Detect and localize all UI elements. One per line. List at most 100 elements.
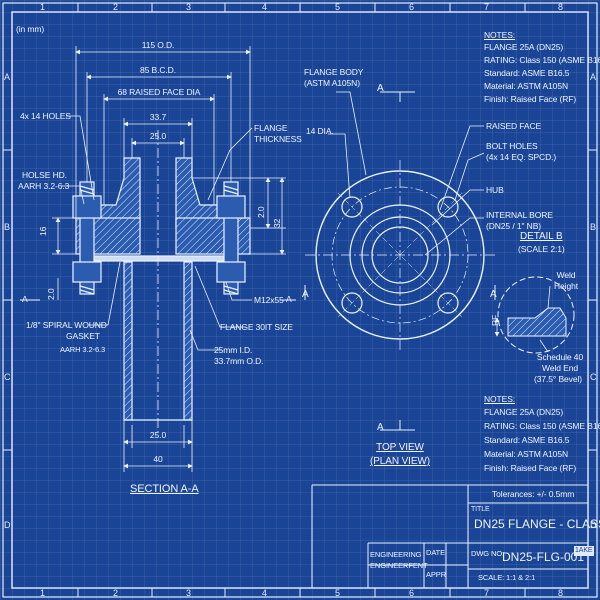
engineering-label-2: ENGINEERFENT	[370, 561, 428, 570]
section-view-label: SECTION A-A	[130, 483, 199, 495]
col-label: 7	[484, 2, 489, 12]
section-cut-a-left: A	[22, 294, 28, 304]
col-label: 5	[335, 588, 340, 598]
dim-total-height: 32	[272, 218, 282, 228]
col-label: 4	[262, 2, 267, 12]
units-note: (in mm)	[16, 24, 45, 34]
gasket-finish: AARH 3.2-6.3	[60, 345, 106, 354]
raised-face-callout: RAISED FACE	[486, 121, 542, 131]
pipe-left	[123, 261, 133, 421]
pipe-right	[183, 261, 193, 421]
flange-thickness-callout-2: THICKNESS	[254, 134, 302, 144]
top-view-sublabel: (PLAN VIEW)	[369, 456, 431, 467]
internal-bore-size: (DN25 / 1" NB)	[486, 221, 541, 231]
appr-label: APPR	[426, 570, 447, 579]
dwg-number: DN25-FLG-001	[502, 550, 585, 564]
weld-height-label: Weld	[556, 270, 576, 280]
note-line: Material: ASTM A105N	[484, 81, 568, 91]
bolt-hole-ne	[437, 196, 459, 218]
col-label: 2	[113, 588, 118, 598]
cut-marker-a-left: A	[302, 289, 309, 300]
col-label: 3	[186, 588, 191, 598]
note-line: FLANGE 25A (DN25)	[484, 42, 564, 52]
top-view-leaders	[328, 91, 485, 256]
flange-plate-right	[175, 217, 251, 255]
engineering-label: ENGINEERING	[370, 550, 422, 559]
col-label: 6	[409, 2, 414, 12]
gasket-callout-2: GASKET	[66, 331, 100, 341]
bolt-hole-sw	[341, 292, 363, 314]
corner-tag: 1AKE	[574, 546, 594, 556]
title-block-lines	[311, 484, 588, 588]
cut-marker-a-bottom: A	[377, 422, 384, 433]
row-label: C	[4, 372, 11, 382]
title-label: TITLE	[471, 506, 490, 513]
holes-callout: 4x 14 HOLES	[20, 111, 71, 121]
weld-end-bevel: (37.5° Bevel)	[534, 374, 582, 384]
notes-heading: NOTES:	[484, 30, 516, 40]
col-label: 8	[558, 588, 563, 598]
note-line: Standard: ASME B16.5	[484, 68, 570, 78]
col-label: 1	[40, 588, 45, 598]
weld-end-label: Schedule 40	[536, 352, 584, 362]
detail-b-circle	[497, 276, 575, 354]
gasket	[91, 255, 229, 262]
tolerances: Tolerances: +/- 0.5mm	[492, 489, 575, 499]
row-label: B	[590, 222, 596, 232]
dim-rf-height: 2.0	[256, 206, 266, 218]
weld-height-label-2: Height	[554, 281, 578, 291]
zone-ticks	[3, 3, 597, 597]
holse-hd-finish: AARH 3.2-6.3	[18, 181, 70, 191]
row-label: B	[4, 222, 10, 232]
section-a-a-drawing	[72, 130, 251, 435]
row-label: A	[4, 72, 10, 82]
note-line: FLANGE 25A (DN25)	[484, 407, 564, 417]
dim-od: 115 O.D.	[141, 40, 175, 50]
note-line: Standard: ASME B16.5	[484, 435, 570, 445]
col-label: 5	[335, 2, 340, 12]
flange-outer-circle	[315, 170, 485, 340]
bolt-holes-spacing: (4x 14 EQ. SPCD.)	[486, 152, 557, 162]
rf-label: RF	[490, 314, 500, 326]
col-label: 3	[186, 2, 191, 12]
section-dimensions	[20, 46, 296, 472]
detail-b-drawing	[494, 276, 575, 354]
row-label: C	[590, 372, 597, 382]
dim-bcd: 85 B.C.D.	[140, 65, 176, 75]
flange-body-material: (ASTM A105N)	[304, 78, 360, 88]
gasket-callout: 1/8" SPIRAL WOUND	[26, 320, 107, 330]
cut-marker-a-top: A	[377, 83, 384, 94]
detail-b-scale: (SCALE 2:1)	[518, 244, 565, 254]
scale-label: SCALE: 1:1 & 2:1	[478, 573, 536, 582]
row-label: A	[590, 72, 596, 82]
dim-pipe-id: 25.0	[149, 430, 167, 440]
dwg-no-label: DWG NO:	[471, 549, 505, 558]
date-label: DATE	[426, 548, 446, 557]
note-line: RATING: Class 150 (ASME B16.5)	[484, 55, 600, 65]
bolt-hole-nw	[341, 196, 363, 218]
hub-callout: HUB	[486, 185, 504, 195]
col-label: 4	[262, 588, 267, 598]
notes-heading: NOTES:	[484, 394, 516, 404]
dim-pipe-od: 40	[153, 454, 163, 464]
note-line: Material: ASTM A105N	[484, 449, 568, 459]
drawing-title: DN25 FLANGE - CLASS 150	[474, 517, 600, 531]
weld-end-label-2: Weld End	[542, 363, 578, 373]
dim-hub-id: 25.0	[149, 131, 167, 141]
weld-profile	[507, 307, 567, 337]
bolt-holes-callout: BOLT HOLES	[486, 141, 538, 151]
bolt-callout: M12x55	[254, 295, 284, 305]
hole-dia-callout: 14 DIA.	[306, 126, 334, 136]
note-line: RATING: Class 150 (ASME B16.5	[484, 421, 600, 431]
detail-b-title: DETAIL B	[520, 231, 563, 242]
dim-raised-face: 68 RAISED FACE DIA	[117, 87, 201, 97]
top-view-drawing	[304, 91, 496, 431]
bolt-hole-se	[437, 292, 459, 314]
col-label: 8	[558, 2, 563, 12]
dim-flange-thickness: 16	[38, 226, 48, 236]
section-leaders	[62, 115, 253, 351]
cut-marker-a-right: A	[490, 289, 497, 300]
dim-hub-od: 33.7	[149, 112, 167, 122]
